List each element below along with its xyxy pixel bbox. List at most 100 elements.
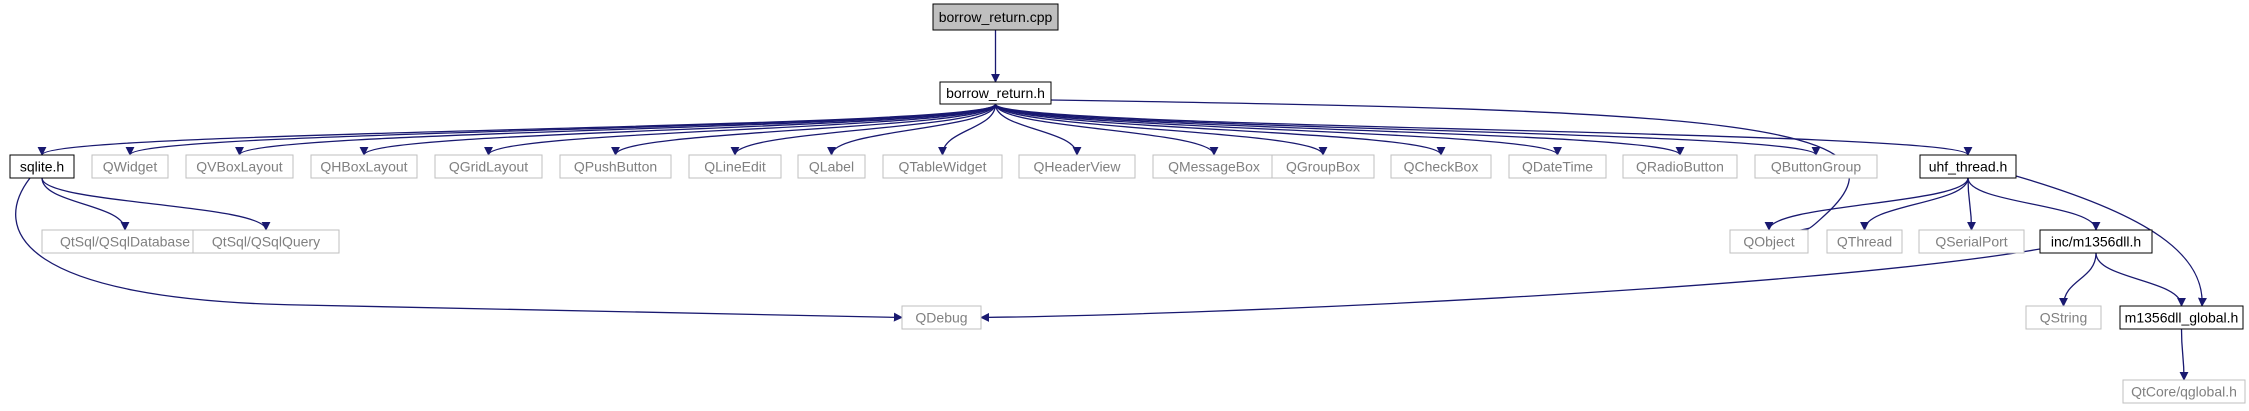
edge-borrow-return-h-to-qradiobutton [994, 103, 1685, 156]
node-qstring-box [2025, 305, 2102, 330]
node-qgroupbox: QGroupBox [1271, 154, 1375, 179]
node-qradiobutton-label: QRadioButton [1636, 159, 1724, 175]
node-qradiobutton: QRadioButton [1622, 154, 1738, 179]
edge-sqlite-h-to-qtsql-qsqldatabase [41, 177, 130, 231]
node-qthread: QThread [1826, 229, 1903, 254]
node-qobject-label: QObject [1743, 234, 1794, 250]
node-qgridlayout-label: QGridLayout [449, 159, 528, 175]
edge-borrow-return-h-to-qlabel [827, 103, 997, 156]
edge-uhf-thread-h-to-qobject [1764, 177, 1969, 231]
node-borrow-return-cpp-label: borrow_return.cpp [939, 9, 1053, 25]
node-qlabel-box [797, 154, 866, 179]
node-qdatetime: QDateTime [1508, 154, 1607, 179]
edge-sqlite-h-to-qtsql-qsqlquery [41, 177, 271, 231]
node-qbuttongroup-label: QButtonGroup [1771, 159, 1861, 175]
edge-borrow-return-h-to-qobject [1050, 99, 1851, 237]
node-qdebug-label: QDebug [915, 310, 967, 326]
edge-uhf-thread-h-to-qthread [1860, 177, 1969, 231]
edge-borrow-return-h-to-qbuttongroup [994, 103, 1821, 156]
node-qradiobutton-box [1622, 154, 1738, 179]
node-qdebug: QDebug [901, 305, 982, 330]
edge-borrow-return-h-to-qvboxlayout [235, 103, 997, 156]
node-inc-m1356dll-h-box [2039, 229, 2153, 254]
edge-borrow-return-h-to-uhf-thread-h [994, 103, 1973, 156]
node-qtsql-qsqlquery-box [192, 229, 340, 254]
node-sqlite-h-box [9, 154, 75, 179]
node-qwidget: QWidget [91, 154, 169, 179]
node-qpushbutton-box [559, 154, 672, 179]
node-qbuttongroup-box [1754, 154, 1878, 179]
node-borrow-return-h-box [939, 81, 1052, 105]
edge-borrow-return-h-to-qwidget [125, 103, 997, 156]
node-qdatetime-label: QDateTime [1522, 159, 1593, 175]
node-inc-m1356dll-h[interactable]: inc/m1356dll.h [2039, 229, 2153, 254]
edge-borrow-return-h-to-qhboxlayout [359, 103, 997, 156]
edge-borrow-return-h-to-qgroupbox [994, 103, 1328, 156]
edge-borrow-return-h-to-sqlite-h [37, 103, 997, 156]
edge-uhf-thread-h-to-qserialport [1966, 177, 1976, 231]
node-uhf-thread-h-box [1919, 154, 2017, 179]
node-qtcore-qglobal-h: QtCore/qglobal.h [2122, 379, 2246, 404]
node-qwidget-box [91, 154, 169, 179]
node-inc-m1356dll-h-label: inc/m1356dll.h [2051, 234, 2141, 250]
node-qtcore-qglobal-h-box [2122, 379, 2246, 404]
node-m1356dll-global-h-label: m1356dll_global.h [2125, 310, 2239, 326]
node-qtsql-qsqldatabase: QtSql/QSqlDatabase [41, 229, 209, 254]
node-qobject-box [1729, 229, 1809, 254]
node-qvboxlayout-box [185, 154, 294, 179]
node-qcheckbox-box [1390, 154, 1492, 179]
node-qtsql-qsqldatabase-label: QtSql/QSqlDatabase [60, 234, 190, 250]
node-borrow-return-cpp-box [932, 3, 1059, 31]
node-qgridlayout: QGridLayout [434, 154, 543, 179]
node-sqlite-h[interactable]: sqlite.h [9, 154, 75, 179]
node-qhboxlayout-box [310, 154, 418, 179]
node-qstring-label: QString [2040, 310, 2087, 326]
node-qgroupbox-box [1271, 154, 1375, 179]
node-qhboxlayout-label: QHBoxLayout [320, 159, 407, 175]
node-qcheckbox: QCheckBox [1390, 154, 1492, 179]
node-qwidget-label: QWidget [103, 159, 158, 175]
edge-borrow-return-h-to-qtablewidget [938, 103, 997, 156]
node-qtablewidget-label: QTableWidget [899, 159, 987, 175]
node-qheaderview-label: QHeaderView [1034, 159, 1122, 175]
node-qhboxlayout: QHBoxLayout [310, 154, 418, 179]
node-qgridlayout-box [434, 154, 543, 179]
node-qtablewidget: QTableWidget [882, 154, 1003, 179]
node-qlineedit-box [688, 154, 782, 179]
edge-inc-m1356dll-h-to-qstring [2059, 252, 2097, 307]
node-qmessagebox-label: QMessageBox [1168, 159, 1260, 175]
node-qtcore-qglobal-h-label: QtCore/qglobal.h [2131, 384, 2237, 400]
node-qdebug-box [901, 305, 982, 330]
node-borrow-return-h[interactable]: borrow_return.h [939, 81, 1052, 105]
node-qserialport-box [1918, 229, 2025, 254]
nodes-layer: borrow_return.cpp borrow_return.h sqlite.h… [9, 3, 2246, 404]
node-qpushbutton-label: QPushButton [574, 159, 657, 175]
node-qlabel: QLabel [797, 154, 866, 179]
node-qdatetime-box [1508, 154, 1607, 179]
node-qtablewidget-box [882, 154, 1003, 179]
node-qthread-label: QThread [1837, 234, 1892, 250]
node-qcheckbox-label: QCheckBox [1404, 159, 1479, 175]
edge-uhf-thread-h-to-m1356dll-global-h [2015, 175, 2207, 307]
node-m1356dll-global-h[interactable]: m1356dll_global.h [2119, 305, 2244, 330]
node-uhf-thread-h[interactable]: uhf_thread.h [1919, 154, 2017, 179]
edge-borrow-return-h-to-qcheckbox [994, 103, 1446, 156]
node-qheaderview-box [1018, 154, 1136, 179]
edge-borrow-return-h-to-qpushbutton [611, 103, 997, 156]
edge-m1356dll-global-h-to-qtcore-qglobal-h [2179, 328, 2189, 381]
node-borrow-return-cpp[interactable]: borrow_return.cpp [932, 3, 1059, 31]
edge-inc-m1356dll-h-to-m1356dll-global-h [2095, 252, 2186, 307]
node-qserialport: QSerialPort [1918, 229, 2025, 254]
edge-borrow-return-h-to-qmessagebox [994, 103, 1219, 156]
node-qtsql-qsqlquery-label: QtSql/QSqlQuery [212, 234, 320, 250]
node-qlineedit: QLineEdit [688, 154, 782, 179]
node-qobject: QObject [1729, 229, 1809, 254]
node-qthread-box [1826, 229, 1903, 254]
edge-uhf-thread-h-to-inc-m1356dll-h [1967, 177, 2101, 231]
node-uhf-thread-h-label: uhf_thread.h [1929, 159, 2008, 175]
node-qvboxlayout: QVBoxLayout [185, 154, 294, 179]
node-qlineedit-label: QLineEdit [704, 159, 766, 175]
edge-borrow-return-h-to-qgridlayout [484, 103, 997, 156]
node-qvboxlayout-label: QVBoxLayout [196, 159, 282, 175]
